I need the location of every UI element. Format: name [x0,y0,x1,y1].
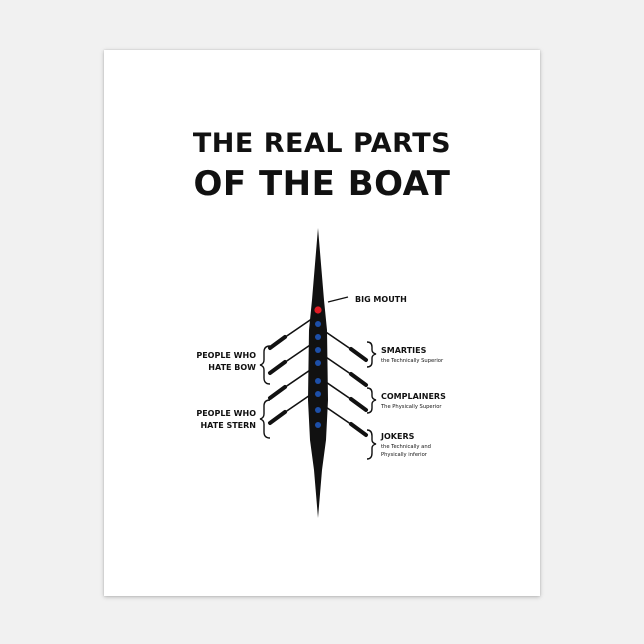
oar-blade [268,385,287,400]
rower-dot [315,391,321,397]
jokers-label: JOKERS [380,432,415,441]
title-line-2: OF THE BOAT [193,164,451,204]
rower-dot [315,378,321,384]
complainers-label: COMPLAINERS [381,392,446,401]
boat-diagram: BIG MOUTH PEOPLE WHO HATE BOW PEOPLE WHO… [196,228,446,518]
rower-dot [315,321,321,327]
jokers-subtitle-line2: Physically inferior [381,452,428,458]
rowers [315,321,321,428]
oar-blade [349,397,368,412]
oars-left [268,315,317,425]
rower-dot [315,334,321,340]
poster-card: THE REAL PARTS OF THE BOAT [104,50,540,596]
oar-blade [268,335,287,350]
oars-right [319,327,368,437]
brace-left-bow [259,345,271,385]
boat-hull [308,228,328,518]
hate-stern-label-line1: PEOPLE WHO [196,409,256,418]
hate-bow-label-line1: PEOPLE WHO [196,351,256,360]
coxswain-dot [314,306,322,314]
hate-bow-label-line2: HATE BOW [208,363,256,372]
brace-right-complainers [366,387,377,414]
smarties-label: SMARTIES [381,346,427,355]
smarties-subtitle: the Technically Superior [381,358,444,364]
oar-blade [349,372,368,387]
brace-right-jokers [366,429,377,460]
rower-dot [315,407,321,413]
oar-blade [268,360,287,375]
brace-left-stern [259,399,271,439]
oar-blade [349,422,368,437]
rower-dot [315,360,321,366]
complainers-subtitle: The Physically Superior [380,404,442,410]
oar-blade [349,347,368,362]
big-mouth-pointer [327,296,349,303]
rower-dot [315,347,321,353]
rower-dot [315,422,321,428]
jokers-subtitle-line1: the Technically and [381,444,431,450]
title-line-1: THE REAL PARTS [192,128,452,159]
hate-stern-label-line2: HATE STERN [200,421,256,430]
oar-blade [268,410,287,425]
big-mouth-label: BIG MOUTH [355,295,407,304]
brace-right-smarties [366,341,377,368]
